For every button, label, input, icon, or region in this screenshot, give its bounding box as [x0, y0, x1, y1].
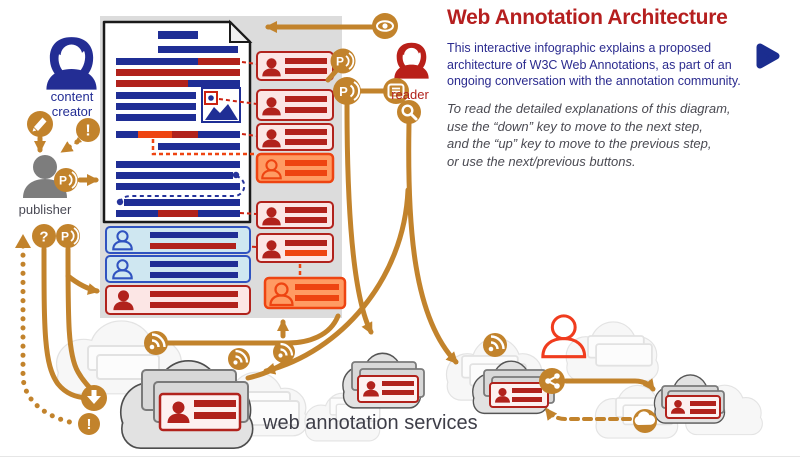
annotation-card-1	[256, 51, 334, 81]
reader-icon	[394, 42, 429, 79]
share-icon	[539, 368, 565, 394]
query-service-line	[41, 246, 89, 401]
feed-icon	[483, 333, 507, 357]
feed-icon	[273, 341, 295, 363]
search-to-right-cloud-arrow	[406, 120, 459, 365]
comment-card-pink	[105, 285, 251, 315]
page-title: Web Annotation Architecture	[447, 6, 728, 29]
comment-card-blue-2	[105, 255, 251, 283]
download-icon	[81, 385, 107, 411]
alert-icon: !	[74, 118, 100, 144]
svg-text:P: P	[59, 174, 67, 188]
annotation-card-3	[256, 123, 334, 151]
intro-paragraph: This interactive infographic explains a …	[447, 41, 741, 88]
play-next-button[interactable]	[756, 43, 780, 69]
dog-ear-fold	[229, 19, 253, 43]
push-annotations-line	[65, 246, 95, 393]
annotation-service-cloud-mid	[342, 352, 425, 409]
instruction-line: or use the next/previous buttons.	[447, 153, 636, 169]
annotation-logo-icon: P	[56, 224, 80, 248]
svg-text:!: !	[85, 123, 90, 140]
magnifier-icon	[397, 100, 421, 124]
annotation-card-selected	[255, 152, 335, 184]
feed-icon	[144, 331, 168, 355]
annotation-logo-icon: P	[333, 77, 361, 105]
text-selection-anchor	[116, 171, 246, 206]
up-arrow-icon	[15, 234, 31, 248]
annotation-card-5	[256, 201, 334, 229]
annotation-service-cloud-far-right	[653, 374, 726, 424]
store-to-mid-cloud-arrow	[344, 102, 374, 335]
eye-icon	[372, 13, 398, 39]
svg-text:P: P	[339, 84, 348, 99]
annotation-service-cloud-main	[119, 359, 254, 450]
alert-to-publisher-dotted	[60, 139, 80, 154]
svg-text:?: ?	[39, 229, 48, 246]
cloud-sync-icon	[633, 409, 657, 433]
instructions-paragraph: To read the detailed explanations of thi…	[447, 100, 777, 170]
svg-text:!: !	[87, 416, 92, 433]
annotation-search-icon: P	[325, 48, 356, 83]
annotations-to-page-arrow	[65, 273, 100, 295]
comment-card-blue-1	[105, 226, 251, 254]
feed-line	[163, 313, 341, 346]
svg-text:P: P	[61, 230, 69, 244]
question-icon: ?	[32, 224, 56, 248]
sync-back-dashed-arrow	[545, 407, 632, 421]
feed-icon	[228, 348, 250, 370]
document-text-lines	[116, 31, 240, 217]
alert-icon: !	[78, 413, 100, 435]
annotation-list-icon	[383, 78, 409, 104]
pencil-icon	[27, 111, 53, 137]
fetch-from-main-cloud-arrow	[263, 187, 411, 375]
services-label: web annotation services	[263, 412, 478, 434]
instruction-line: use the “down” key to move to the next s…	[447, 118, 703, 134]
content-creator-label: content creator	[50, 89, 94, 119]
new-annotation-card	[263, 276, 347, 310]
annotation-logo-icon: P	[54, 168, 78, 192]
share-to-cloud-arrow	[563, 378, 656, 392]
flow-arrows	[15, 21, 656, 426]
annotation-card-6	[256, 233, 334, 263]
annotation-card-2	[256, 89, 334, 121]
content-creator-icon	[46, 37, 97, 90]
svg-text:P: P	[336, 55, 344, 69]
annotation-service-cloud-right	[471, 360, 555, 415]
reader-label: reader	[391, 87, 429, 102]
publisher-label: publisher	[18, 202, 72, 217]
document-image-block	[201, 87, 241, 123]
instruction-line: To read the detailed explanations of thi…	[447, 101, 731, 116]
instruction-line: and the “up” key to move to the previous…	[447, 136, 712, 152]
